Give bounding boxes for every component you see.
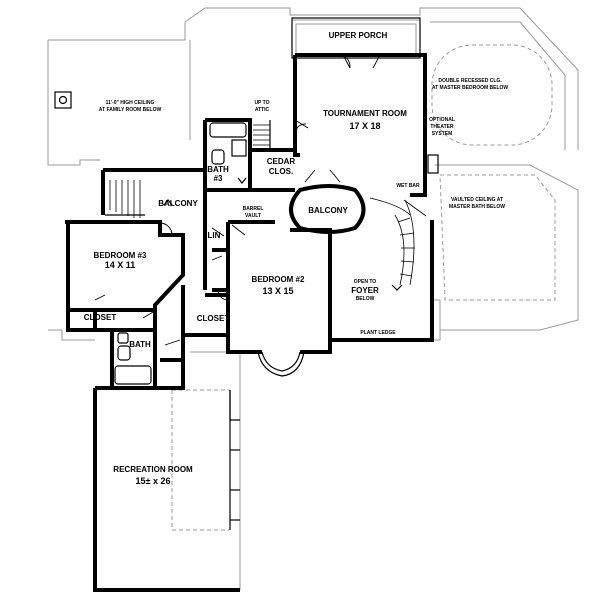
- upper-porch: [291, 17, 421, 59]
- walls: [65, 53, 434, 592]
- bedroom3-size: 14 X 11: [105, 260, 136, 270]
- cedar-label-line1: CEDAR: [267, 157, 296, 166]
- double-recessed-line1: DOUBLE RECESSED CLG.: [438, 78, 502, 84]
- bath3-label-line1: BATH: [207, 165, 229, 174]
- wet-bar-label: WET BAR: [396, 183, 420, 189]
- open-foyer-line2: FOYER: [351, 286, 379, 295]
- tournament-room-size: 17 X 18: [349, 121, 380, 131]
- stairs-right: [369, 197, 427, 286]
- bath-fixtures: [114, 332, 152, 385]
- theater-line1: OPTIONAL: [429, 117, 455, 123]
- tournament-room-name: TOURNAMENT ROOM: [323, 109, 407, 118]
- closet-left-label: CLOSET: [84, 313, 117, 322]
- recreation-alcoves: [229, 390, 240, 530]
- stairs-attic: [253, 120, 271, 150]
- roof-outlines: [47, 7, 579, 590]
- theater-line2: THEATER: [430, 124, 454, 130]
- lin-label: LIN: [208, 231, 221, 240]
- bath-label: BATH: [129, 340, 151, 349]
- stairs-left: [105, 180, 145, 218]
- up-to-attic-line2: ATTIC: [255, 107, 270, 113]
- barrel-vault-line1: BARREL: [243, 206, 264, 212]
- recreation-room-size: 15± x 26: [136, 476, 171, 486]
- wet-bar-fixture: [427, 154, 439, 174]
- bath3-label-line2: #3: [214, 174, 223, 183]
- open-foyer-line1: OPEN TO: [354, 279, 377, 285]
- door-swings: [94, 54, 381, 346]
- open-foyer-line3: BELOW: [356, 296, 375, 302]
- vaulted-line1: VAULTED CEILING AT: [451, 197, 503, 203]
- upper-porch-label: UPPER PORCH: [329, 31, 388, 40]
- chimney-icon: [54, 91, 72, 109]
- plant-ledge-label: PLANT LEDGE: [360, 330, 396, 336]
- closet-right-label: CLOSET: [197, 314, 230, 323]
- barrel-vault-line2: VAULT: [245, 213, 261, 219]
- bedroom2-name: BEDROOM #2: [252, 275, 305, 284]
- balcony-center-label: BALCONY: [308, 206, 348, 215]
- balcony-left-label: BALCONY: [158, 199, 198, 208]
- direction-arrows: [163, 177, 403, 291]
- ceiling-note-line1: 11'-0" HIGH CEILING: [106, 100, 155, 106]
- ceiling-note-line2: AT FAMILY ROOM BELOW: [99, 107, 162, 113]
- bedroom3-name: BEDROOM #3: [94, 251, 147, 260]
- cedar-label-line2: CLOS.: [269, 167, 293, 176]
- theater-line3: SYSTEM: [432, 131, 453, 137]
- double-recessed-line2: AT MASTER BEDROOM BELOW: [432, 85, 509, 91]
- vaulted-line2: MASTER BATH BELOW: [449, 204, 505, 210]
- bay-window: [257, 351, 305, 377]
- bath3-fixtures: [209, 122, 247, 165]
- up-to-attic-line1: UP TO: [254, 100, 269, 106]
- bedroom2-size: 13 X 15: [262, 286, 293, 296]
- recreation-room-name: RECREATION ROOM: [113, 465, 193, 474]
